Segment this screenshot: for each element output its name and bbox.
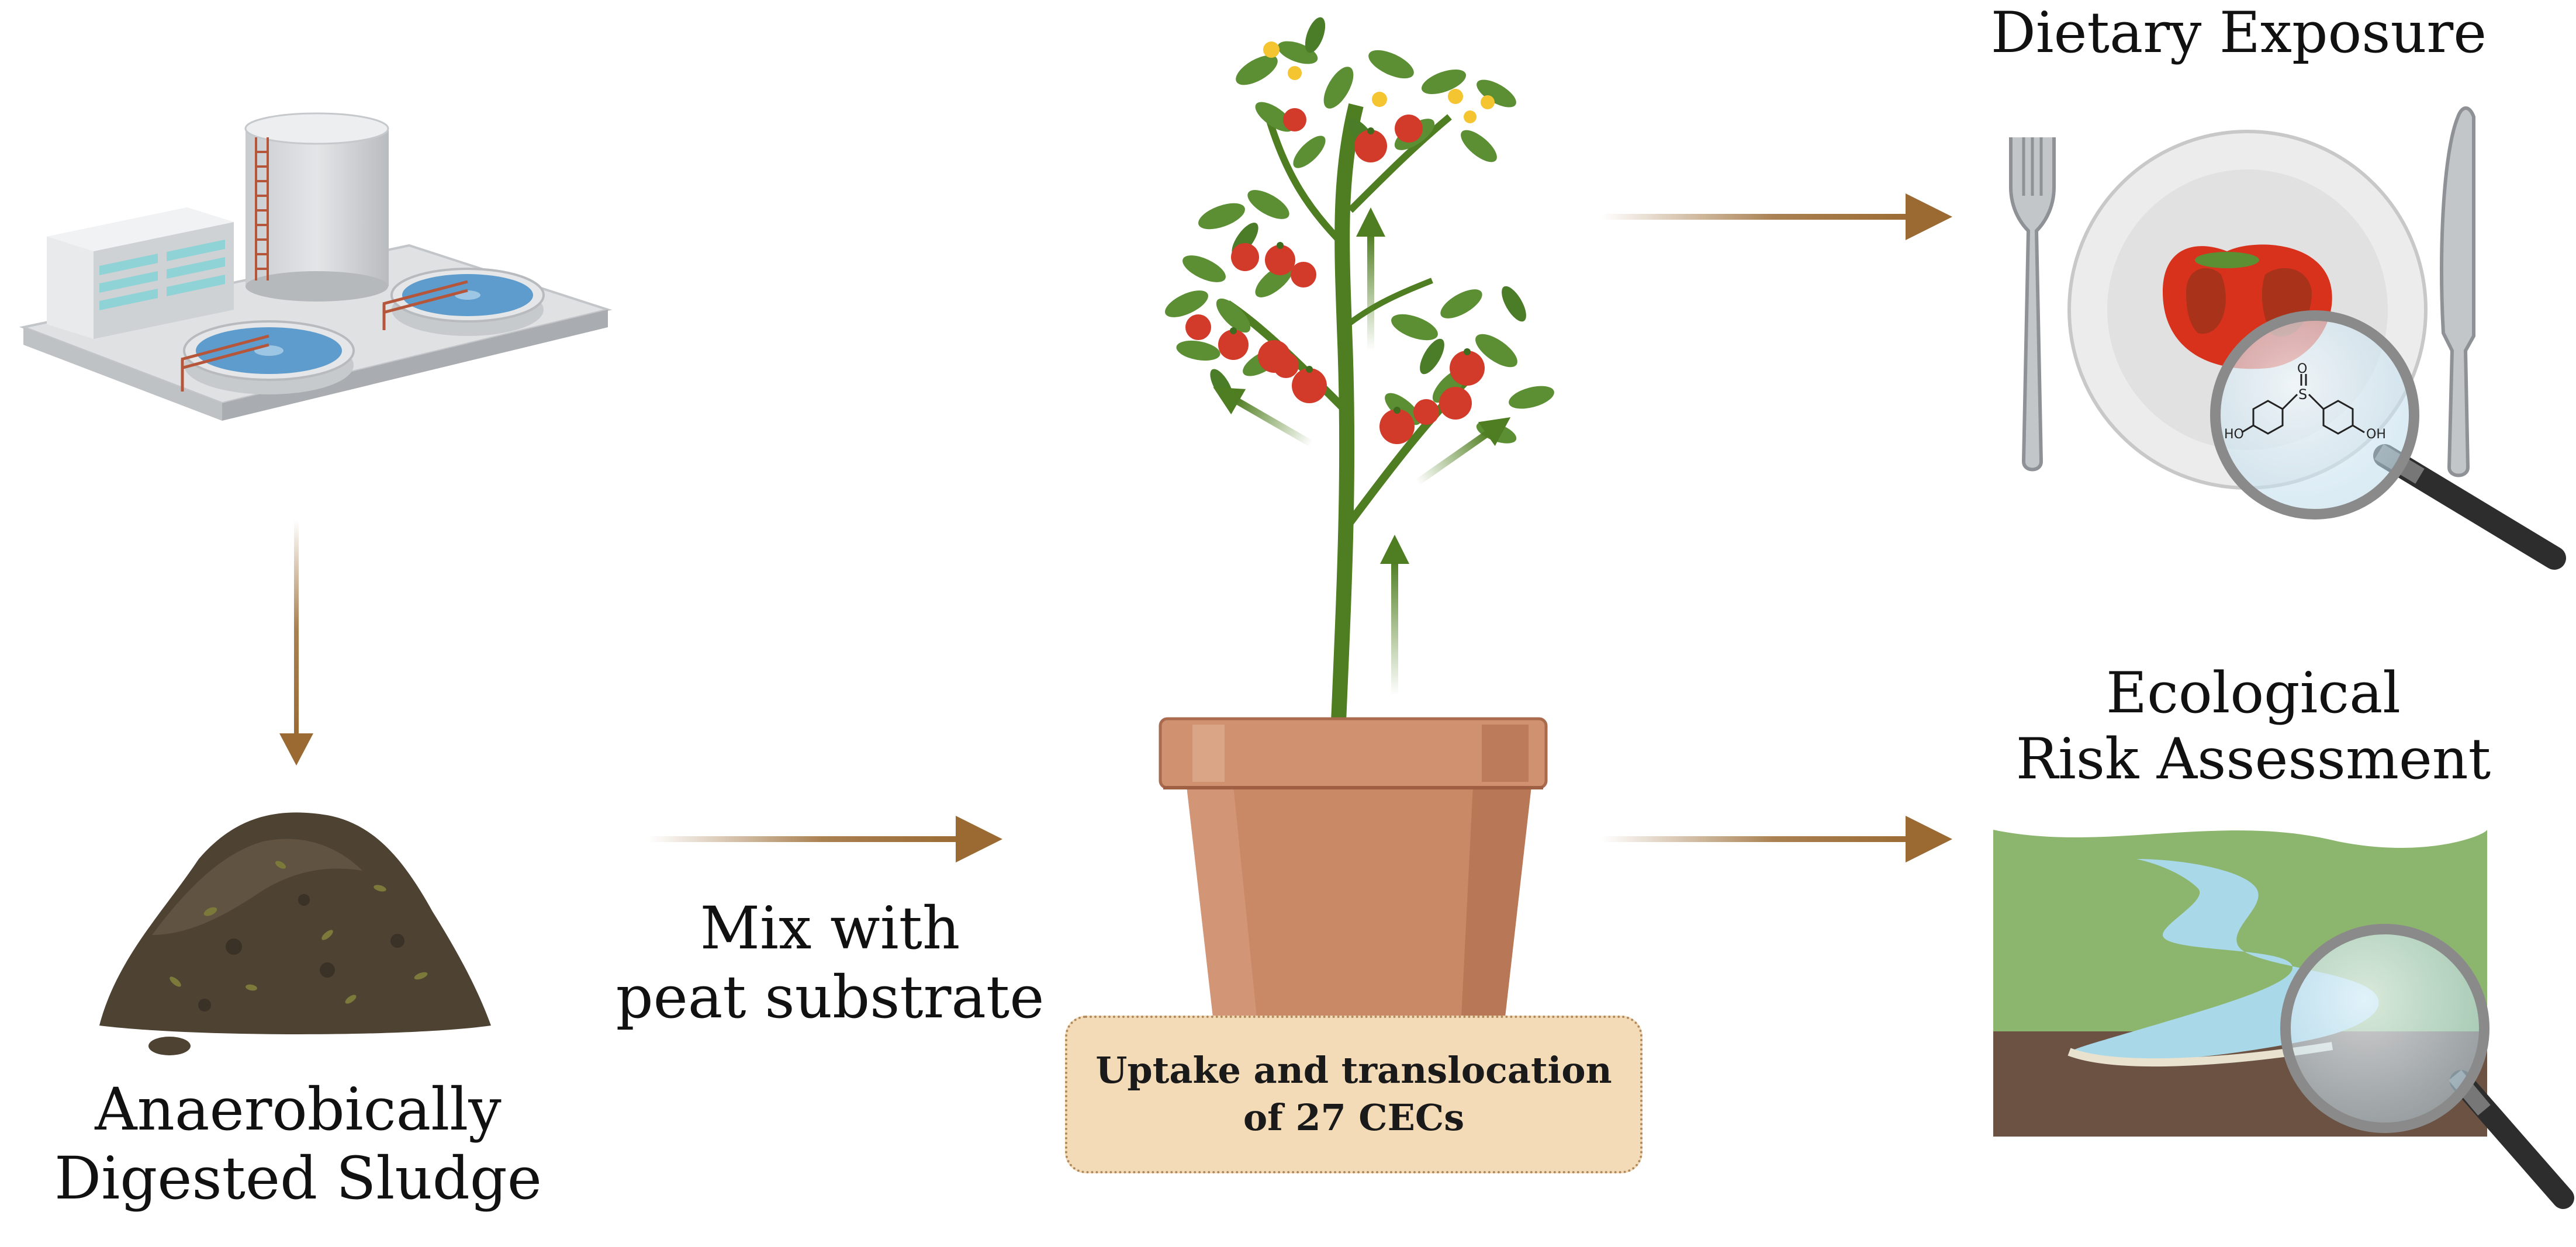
tomato-plant-icon — [1165, 17, 1554, 722]
label-ecological-risk-assessment: Ecological Risk Assessment — [1946, 660, 2560, 793]
sludge-pile-icon — [99, 812, 491, 1055]
label-mix-with-peat: Mix with peat substrate — [596, 894, 1064, 1032]
arrow-sludge-to-pot — [649, 816, 1002, 862]
uptake-translocation-box: Uptake and translocation of 27 CECs — [1065, 1016, 1643, 1173]
label-line: of 27 CECs — [1243, 1096, 1465, 1139]
knife-icon — [2440, 106, 2475, 477]
arrow-plant-to-sludge — [279, 520, 313, 765]
river-landscape-icon — [1993, 830, 2574, 1209]
arrow-plant-to-dietary — [1602, 193, 1952, 240]
label-anaerobically-digested-sludge: Anaerobically Digested Sludge — [35, 1075, 561, 1213]
label-line: Anaerobically — [95, 1075, 502, 1144]
label-line: Dietary Exposure — [1990, 0, 2487, 65]
label-line: Digested Sludge — [54, 1144, 542, 1213]
label-line: Uptake and translocation — [1095, 1049, 1612, 1092]
translocation-arrows — [1213, 207, 1511, 695]
fork-icon — [2009, 137, 2056, 472]
label-dietary-exposure: Dietary Exposure — [1946, 0, 2531, 66]
label-line: peat substrate — [616, 963, 1045, 1031]
label-line: Risk Assessment — [2015, 726, 2491, 792]
molecule-label-o: O — [2297, 362, 2307, 376]
molecule-label-ho: HO — [2224, 427, 2244, 442]
flower-pot-icon — [1159, 717, 1548, 1017]
label-line: Mix with — [700, 894, 960, 962]
magnifier-icon — [2210, 310, 2566, 570]
arrow-plant-to-ecological — [1602, 816, 1952, 862]
molecule-label-s: S — [2298, 386, 2307, 403]
treatment-plant-icon — [19, 112, 613, 421]
molecule-label-oh: OH — [2366, 427, 2386, 442]
label-line: Ecological — [2106, 660, 2401, 726]
bisphenol-s-structure — [2241, 374, 2365, 435]
